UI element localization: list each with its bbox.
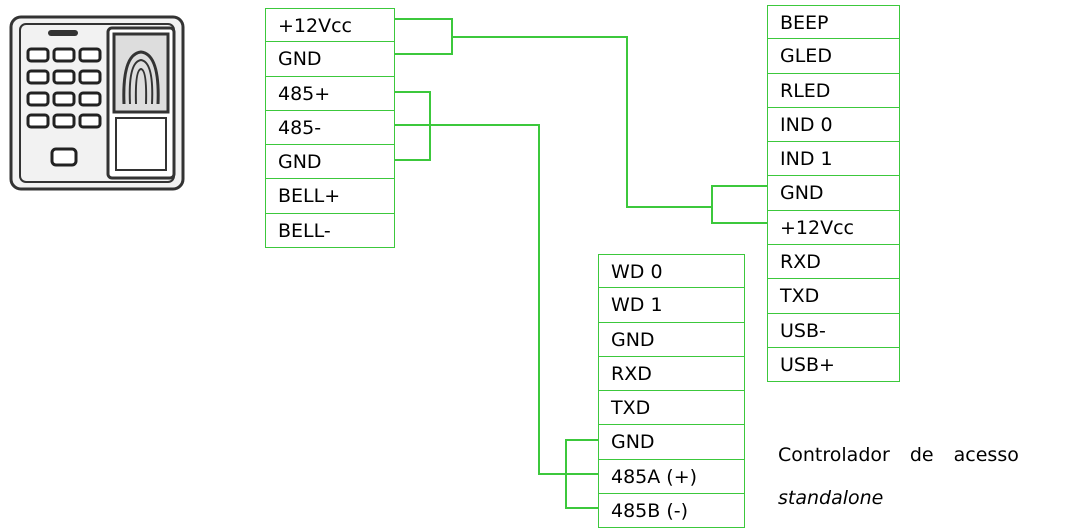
reader-terminal-block: +12Vcc GND 485+ 485- GND BELL+ BELL-	[265, 8, 395, 249]
terminal-row: GND	[599, 323, 744, 357]
terminal-row: 485+	[266, 77, 394, 111]
terminal-row: GND	[266, 42, 394, 77]
controller-bracket	[565, 439, 598, 509]
module-terminal-block: BEEP GLED RLED IND 0 IND 1 GND +12Vcc RX…	[767, 5, 900, 383]
terminal-row: GLED	[768, 39, 899, 74]
terminal-row: IND 0	[768, 108, 899, 143]
terminal-row: 485A (+)	[599, 460, 744, 495]
terminal-row: USB+	[768, 348, 899, 383]
controller-label-italic: standalone	[778, 487, 884, 509]
terminal-row: GND	[768, 176, 899, 211]
terminal-row: WD 0	[599, 254, 744, 289]
power-wire	[395, 18, 712, 208]
terminal-row: IND 1	[768, 142, 899, 177]
controller-terminal-block: WD 0 WD 1 GND RXD TXD GND 485A (+) 485B …	[598, 254, 745, 528]
terminal-row: +12Vcc	[266, 8, 394, 43]
terminal-row: TXD	[599, 391, 744, 426]
terminal-row: 485-	[266, 111, 394, 146]
controller-label: Controlador de acesso	[778, 444, 1019, 466]
terminal-row: GND	[599, 425, 744, 460]
rs485-wire	[395, 124, 598, 475]
module-power-bracket	[711, 185, 767, 224]
terminal-row: RXD	[768, 245, 899, 280]
terminal-row: TXD	[768, 279, 899, 314]
terminal-row: BELL-	[266, 214, 394, 249]
terminal-row: BEEP	[768, 5, 899, 40]
fingerprint-reader-icon	[9, 15, 185, 191]
terminal-row: USB-	[768, 314, 899, 348]
terminal-row: BELL+	[266, 179, 394, 214]
terminal-row: RLED	[768, 74, 899, 108]
terminal-row: RXD	[599, 357, 744, 392]
terminal-row: WD 1	[599, 288, 744, 323]
terminal-row: +12Vcc	[768, 211, 899, 246]
terminal-row: GND	[266, 145, 394, 180]
